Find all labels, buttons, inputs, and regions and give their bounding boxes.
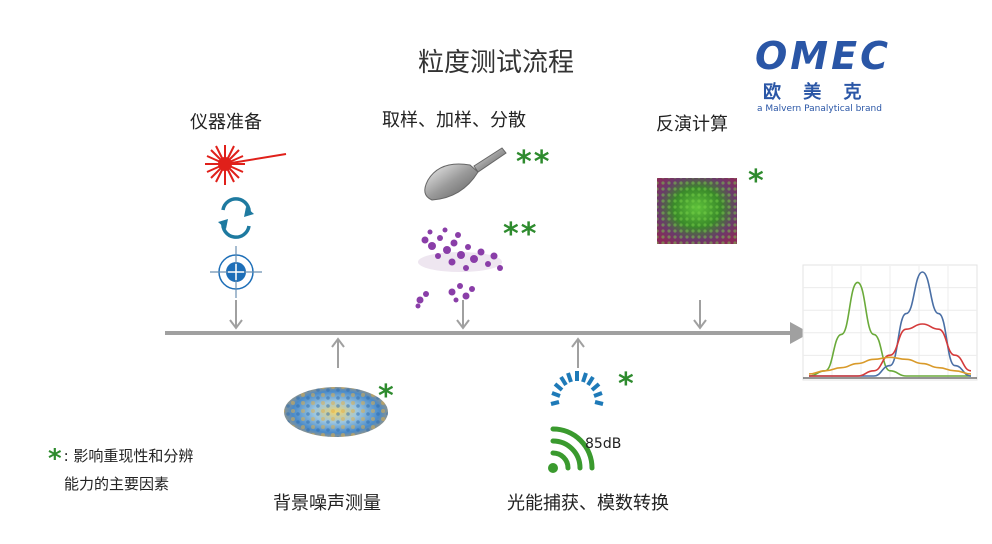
inversion-image [657, 178, 737, 244]
marker-background: * [378, 379, 396, 414]
laser-icon [205, 145, 287, 185]
background-noise-map [284, 387, 388, 437]
arrow-capture [571, 337, 585, 368]
chart-series-line [809, 323, 972, 377]
arrow-sampling [456, 300, 470, 330]
signal-icon [548, 426, 595, 473]
scoop-icon [424, 147, 507, 201]
step-instrument-prep: 仪器准备 [190, 112, 262, 133]
logo-tagline: a Malvern Panalytical brand [757, 104, 882, 114]
target-icon [210, 246, 262, 298]
step-inversion: 反演计算 [656, 114, 728, 135]
step-sampling: 取样、加样、分散 [382, 110, 526, 131]
legend-note: *: 影响重现性和分辨 能力的主要因素 [48, 444, 193, 495]
brand-logo: OMEC 欧 美 克 a Malvern Panalytical brand [755, 34, 933, 114]
diagram-title: 粒度测试流程 [417, 48, 574, 78]
particles-icon [415, 227, 503, 309]
chart-series-line [808, 356, 972, 375]
refresh-icon [218, 197, 254, 239]
arrow-inversion [693, 300, 707, 330]
detector-icon [550, 371, 604, 406]
distribution-chart [802, 264, 978, 381]
marker-sampling-particles: ** [503, 217, 539, 252]
signal-level-label: 85dB [585, 436, 622, 452]
logo-brand-text: OMEC [755, 36, 891, 74]
legend-line-1: : 影响重现性和分辨 [63, 447, 194, 465]
legend-line-2: 能力的主要因素 [64, 475, 170, 493]
marker-inversion: * [748, 164, 766, 199]
step-capture: 光能捕获、模数转换 [507, 493, 669, 514]
legend-star: * [48, 444, 64, 474]
chart-series-line [808, 281, 971, 377]
marker-capture: * [618, 367, 636, 402]
marker-sampling-scoop: ** [516, 145, 552, 180]
timeline-arrowhead [790, 322, 810, 344]
arrow-instrument-prep [229, 300, 243, 330]
arrow-background [331, 337, 345, 368]
logo-chinese-name: 欧 美 克 [763, 82, 870, 103]
omec-wordmark: OMEC [755, 34, 891, 78]
step-background: 背景噪声测量 [273, 493, 381, 514]
